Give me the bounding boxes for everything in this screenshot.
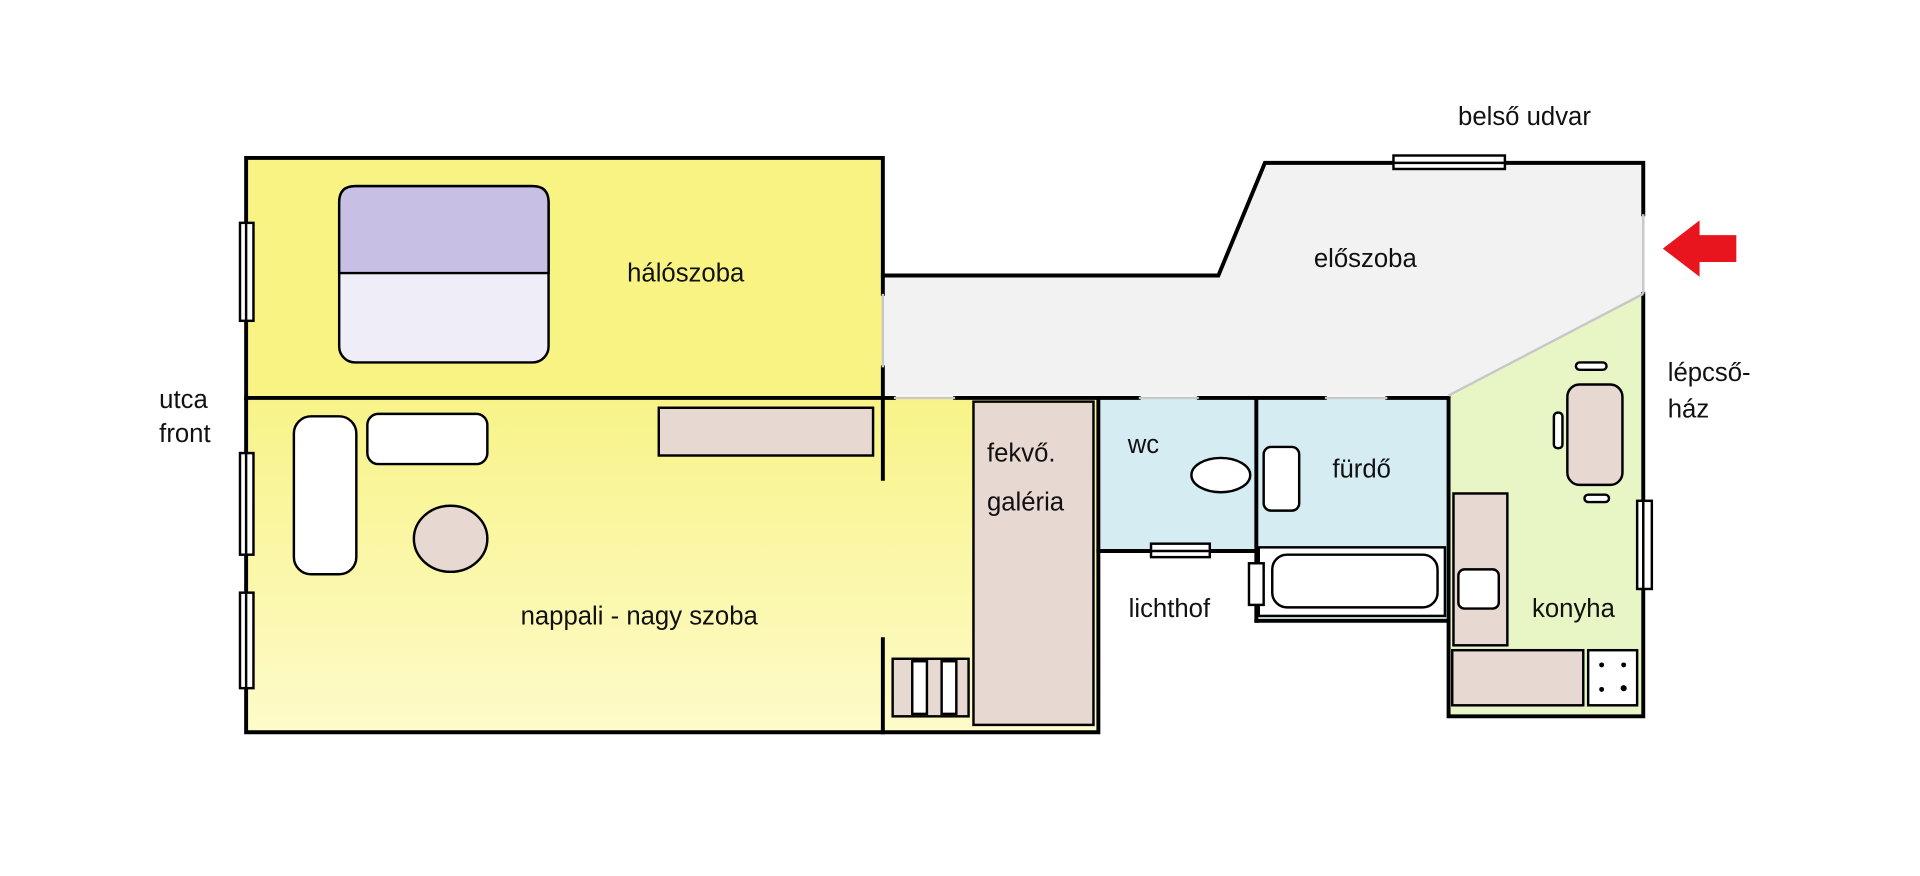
entrance-arrow-icon bbox=[1662, 220, 1737, 277]
stove bbox=[1586, 648, 1639, 707]
label-street-1: utca bbox=[159, 386, 208, 414]
label-kitchen: konyha bbox=[1532, 595, 1616, 623]
label-wc: wc bbox=[1127, 431, 1160, 459]
label-bedroom: hálószoba bbox=[627, 260, 745, 288]
door-openings bbox=[881, 214, 1645, 400]
label-lightwell: lichthof bbox=[1129, 595, 1211, 623]
hall-floor bbox=[882, 162, 1644, 396]
cabinet bbox=[657, 406, 875, 457]
washbasin bbox=[1262, 445, 1301, 512]
kitchen-counter-bottom bbox=[1451, 648, 1585, 707]
label-stairwell-2: ház bbox=[1668, 396, 1709, 424]
walls bbox=[244, 155, 1646, 735]
label-bathroom: fürdő bbox=[1332, 456, 1391, 484]
coffee-table bbox=[412, 504, 489, 574]
label-stairwell-1: lépcső- bbox=[1668, 359, 1751, 387]
gallery-stairs bbox=[891, 657, 970, 718]
bed bbox=[337, 184, 550, 364]
sofa bbox=[292, 415, 358, 576]
armchair bbox=[366, 412, 489, 466]
bathtub bbox=[1257, 546, 1447, 618]
label-gallery-2: galéria bbox=[987, 489, 1065, 517]
sleeping-gallery bbox=[972, 400, 1095, 727]
label-courtyard: belső udvar bbox=[1458, 103, 1591, 131]
label-hall: előszoba bbox=[1314, 245, 1418, 273]
label-street-2: front bbox=[159, 420, 210, 448]
windows bbox=[238, 154, 1654, 690]
dining-table bbox=[1552, 361, 1624, 504]
label-gallery-1: fekvő. bbox=[987, 440, 1056, 468]
label-living-room: nappali - nagy szoba bbox=[521, 602, 759, 630]
toilet bbox=[1190, 456, 1252, 494]
kitchen-counter-side bbox=[1452, 492, 1509, 647]
